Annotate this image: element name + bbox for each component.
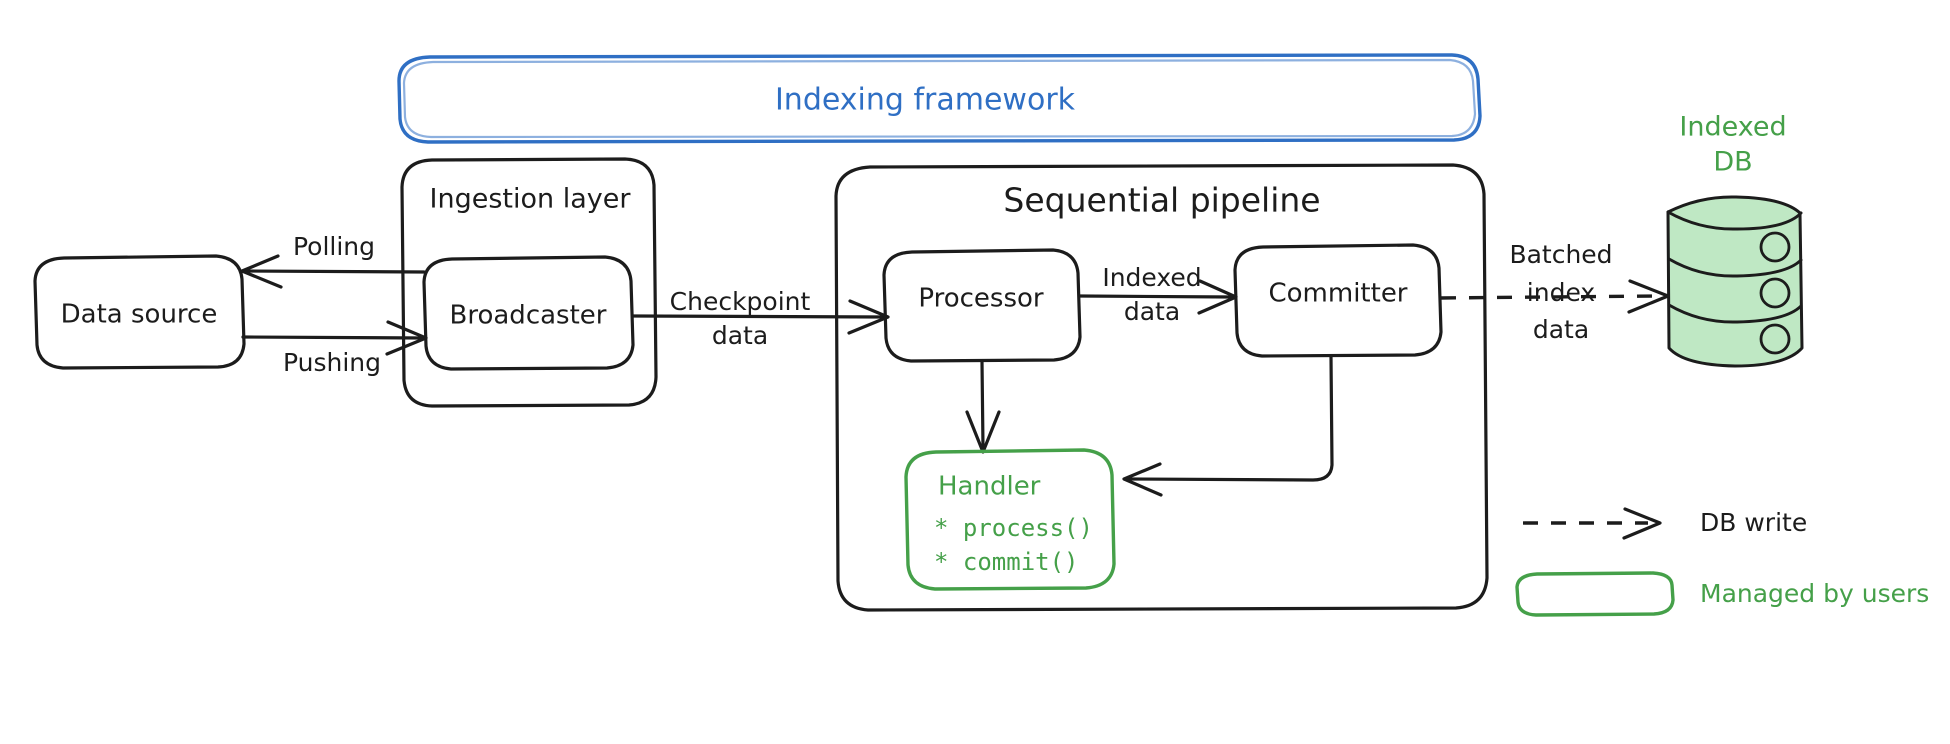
data-source-node[interactable]: Data source — [33, 254, 246, 370]
polling-label: Polling — [293, 232, 375, 261]
ingestion-layer-label: Ingestion layer — [430, 184, 632, 215]
processor-label: Processor — [918, 284, 1044, 314]
committer-to-handler-edge — [1122, 355, 1334, 497]
db-indicator-dot-1 — [1759, 231, 1791, 263]
polling-edge: Polling — [240, 232, 426, 289]
batched-label-line1: Batched — [1509, 240, 1612, 269]
processor-node[interactable]: Processor — [882, 248, 1082, 363]
committer-label: Committer — [1268, 279, 1407, 309]
indexed-data-label-line2: data — [1124, 297, 1180, 326]
sequential-pipeline-label: Sequential pipeline — [1003, 181, 1320, 220]
data-source-label: Data source — [61, 300, 218, 330]
sequential-pipeline-group: Sequential pipeline — [834, 163, 1489, 612]
checkpoint-data-edge: Checkpoint data — [631, 287, 890, 350]
batched-label-line2: index — [1527, 278, 1595, 307]
legend-item-managed-by-users: Managed by users — [1515, 571, 1929, 617]
processor-to-handler-edge — [965, 360, 1001, 454]
indexed-db-label-line2: DB — [1713, 147, 1752, 178]
indexed-data-label-line1: Indexed — [1102, 263, 1201, 292]
broadcaster-node[interactable]: Broadcaster — [422, 255, 635, 371]
legend-label-db-write: DB write — [1700, 508, 1807, 537]
legend: DB write Managed by users — [1515, 507, 1929, 617]
handler-title: Handler — [938, 472, 1041, 502]
db-indicator-dot-3 — [1759, 323, 1791, 355]
indexing-framework-label: Indexing framework — [775, 83, 1076, 118]
checkpoint-label-line1: Checkpoint — [670, 287, 811, 316]
handler-node[interactable]: Handler * process() * commit() — [904, 448, 1116, 591]
committer-node[interactable]: Committer — [1233, 243, 1443, 358]
indexed-db-node[interactable]: Indexed DB — [1666, 112, 1804, 368]
legend-label-managed-by-users: Managed by users — [1700, 579, 1929, 608]
indexed-db-label-line1: Indexed — [1679, 112, 1786, 143]
batched-label-line3: data — [1533, 315, 1589, 344]
broadcaster-label: Broadcaster — [450, 301, 607, 331]
checkpoint-label-line2: data — [712, 321, 768, 350]
indexed-data-edge: Indexed data — [1078, 263, 1238, 326]
handler-method-process: * process() — [934, 514, 1093, 542]
db-indicator-dot-2 — [1759, 277, 1791, 309]
pushing-edge: Pushing — [241, 320, 428, 377]
batched-index-data-edge: Batched index data — [1440, 240, 1670, 344]
legend-item-db-write: DB write — [1523, 507, 1807, 540]
indexing-framework-banner: Indexing framework — [397, 53, 1482, 144]
pushing-label: Pushing — [283, 348, 381, 377]
ingestion-layer-group: Ingestion layer — [400, 157, 658, 408]
handler-method-commit: * commit() — [934, 548, 1079, 576]
